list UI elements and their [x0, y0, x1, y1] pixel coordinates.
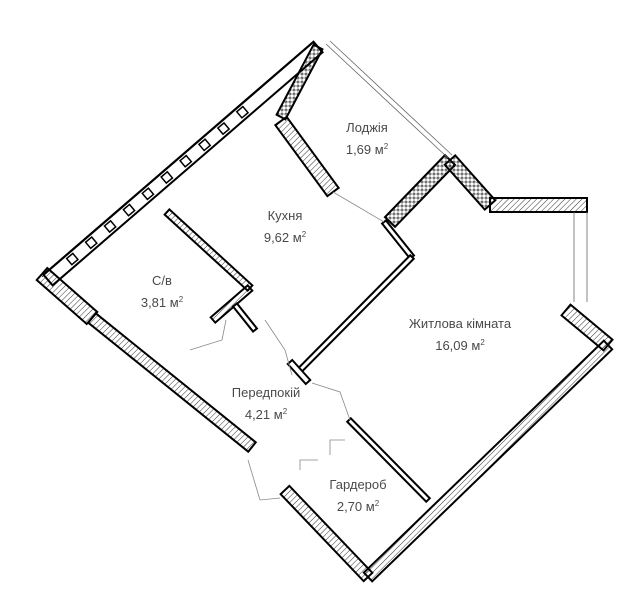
window-frame: [235, 105, 250, 119]
bathroom-door-swing: [189, 319, 227, 351]
loggia-partition-wall: [273, 115, 341, 198]
window-frame: [197, 138, 212, 152]
room-label-kitchen: Кухня 9,62 м2: [264, 206, 306, 247]
bathroom-partition: [209, 283, 254, 325]
room-label-hallway: Передпокій 4,21 м2: [232, 383, 300, 424]
thin-lines: [41, 40, 588, 501]
room-area: 16,09 м: [435, 338, 481, 353]
window-frame: [216, 121, 231, 136]
window-frame: [160, 170, 174, 185]
unit-superscript: 2: [301, 230, 307, 239]
room-label-living-room: Житлова кімната 16,09 м2: [409, 314, 511, 355]
room-label-wardrobe: Гардероб 2,70 м2: [329, 475, 386, 516]
window-frame: [65, 252, 79, 266]
room-name: Лоджія: [346, 120, 388, 135]
corner-wall-block: [35, 266, 99, 326]
wardrobe-door-swing: [299, 459, 318, 470]
bathroom-partition: [163, 208, 254, 292]
window-frame: [141, 187, 155, 201]
loggia-door: [332, 191, 385, 223]
unit-superscript: 2: [282, 407, 288, 416]
wardrobe-door-swing: [329, 439, 345, 455]
living-door-swing: [311, 382, 351, 421]
room-name: Передпокій: [231, 385, 301, 400]
window-frame: [84, 236, 98, 250]
unit-superscript: 2: [480, 338, 485, 347]
loggia-notch-wall: [383, 153, 457, 229]
kitchen-living-partition: [380, 219, 416, 260]
exterior-wall: [560, 303, 614, 352]
unit-superscript: 2: [383, 142, 389, 151]
entrance-door-swing: [247, 459, 281, 501]
room-name: Житлова кімната: [408, 316, 512, 331]
room-label-bathroom: С/в 3,81 м2: [141, 271, 183, 312]
room-name: С/в: [152, 273, 172, 288]
exterior-wall-living: [362, 339, 614, 583]
hallway-wall: [86, 311, 258, 454]
room-name: Кухня: [267, 208, 303, 223]
kitchen-living-partition: [296, 253, 416, 374]
room-area: 4,21 м: [244, 407, 283, 422]
window-frame: [179, 154, 193, 168]
exterior-wall: [443, 153, 497, 212]
room-area: 3,81 м: [140, 295, 179, 310]
unit-superscript: 2: [178, 295, 184, 304]
door-jamb: [286, 358, 312, 386]
window-frame: [122, 203, 136, 217]
room-area: 2,70 м: [336, 499, 375, 514]
loggia-glazing: [329, 40, 453, 156]
room-area: 1,69 м: [345, 142, 384, 157]
door-jamb: [231, 302, 259, 333]
wardrobe-wall: [279, 484, 374, 583]
window-frame: [103, 219, 117, 234]
unit-superscript: 2: [374, 499, 380, 508]
room-label-loggia: Лоджія 1,69 м2: [346, 118, 388, 159]
room-area: 9,62 м: [263, 230, 302, 245]
exterior-wall: [489, 197, 588, 213]
window-line: [41, 43, 313, 278]
room-name: Гардероб: [329, 477, 387, 492]
kitchen-door-swing: [264, 319, 293, 376]
walls: [35, 40, 614, 583]
loggia-glazing: [325, 43, 449, 159]
